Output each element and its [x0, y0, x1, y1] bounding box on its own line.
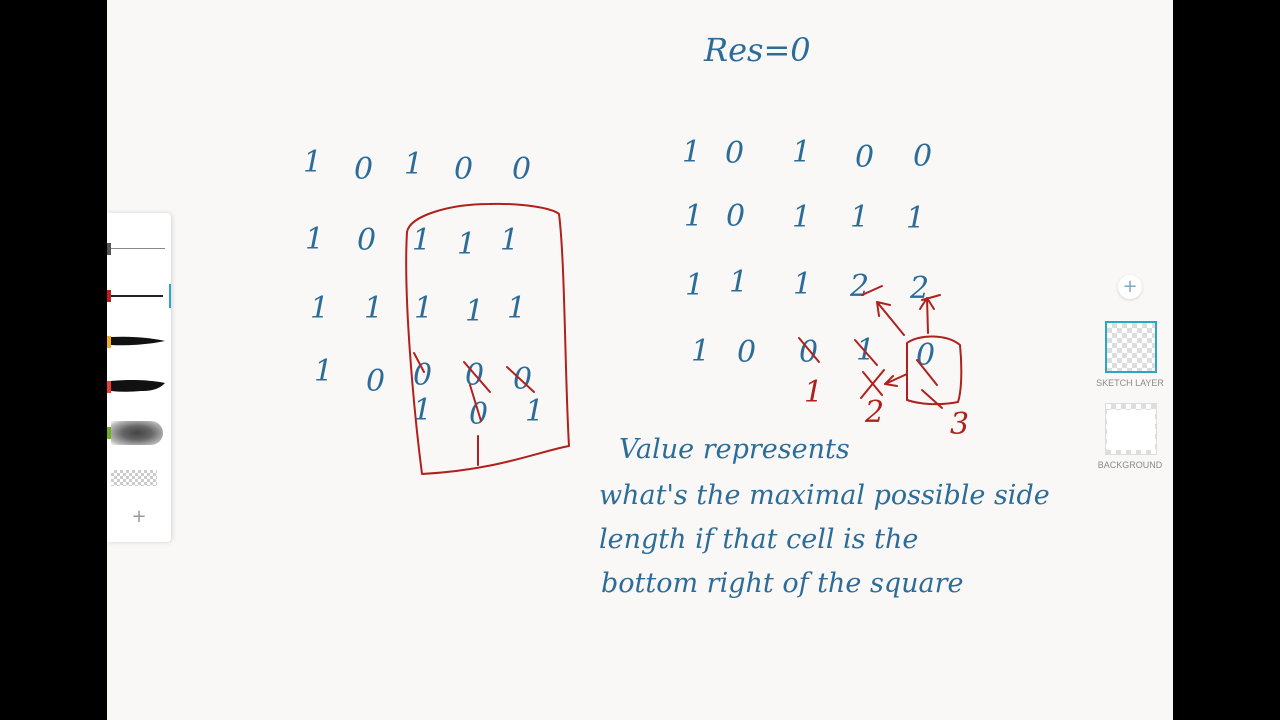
brush-panel: +: [107, 213, 171, 542]
right-cell-0-4: 0: [913, 139, 933, 174]
arrow-up-left: [876, 301, 905, 336]
left-correction-2: 1: [413, 393, 433, 428]
right-cell-0-0: 1: [682, 135, 702, 170]
brush-preview-ink: [111, 379, 165, 392]
right-cell-3-4: 0: [916, 338, 936, 373]
right-cell-0-2: 1: [792, 135, 812, 170]
brush-tab-green: [107, 427, 111, 439]
add-layer-button[interactable]: +: [1118, 275, 1142, 299]
right-cell-1-2: 1: [792, 200, 812, 235]
brush-fine-pencil[interactable]: [107, 237, 167, 259]
left-correction-3: 0: [469, 397, 489, 432]
annotation-strokes: [405, 202, 963, 475]
left-cell-2-4: 1: [507, 291, 527, 326]
brush-marker[interactable]: [107, 330, 167, 352]
left-correction-4: 1: [525, 394, 545, 429]
left-cell-3-3: 0: [465, 358, 485, 393]
note-line-4: bottom right of the square: [601, 568, 964, 599]
right-cell-3-1: 0: [737, 335, 757, 370]
right-cell-1-1: 0: [726, 199, 746, 234]
left-cell-1-3: 1: [457, 227, 477, 262]
left-cell-0-3: 0: [454, 152, 474, 187]
left-cell-2-0: 1: [310, 291, 330, 326]
right-cell-2-0: 1: [685, 268, 705, 303]
left-cell-0-2: 1: [404, 147, 424, 182]
right-strike-focus-bottom: [921, 389, 943, 409]
brush-preview-airbrush: [111, 421, 163, 445]
left-cell-2-2: 1: [414, 291, 434, 326]
left-cell-2-3: 1: [465, 294, 485, 329]
drawing-canvas[interactable]: 1 0 1 0 0 1 0 1 1 1 1 1 1 1 1 1 0 0 0 0 …: [107, 0, 1173, 720]
layer-background-thumbnail[interactable]: [1105, 403, 1157, 455]
right-cell-3-3: 1: [856, 333, 876, 368]
right-cell-2-4: 2: [910, 271, 930, 306]
brush-selected-indicator: [169, 284, 171, 308]
right-strike-cell-3-3b: [860, 369, 885, 399]
left-cell-1-2: 1: [412, 223, 432, 258]
right-cell-3-2: 0: [799, 335, 819, 370]
left-cell-2-1: 1: [364, 291, 384, 326]
left-cell-1-1: 0: [357, 223, 377, 258]
brush-tab-red: [107, 290, 111, 302]
brush-tab-orange: [107, 381, 111, 393]
right-correction-2: 1: [804, 375, 824, 410]
right-strike-cell-3-3a: [862, 371, 883, 396]
brush-eraser[interactable]: [107, 468, 167, 490]
left-cell-0-0: 1: [303, 145, 323, 180]
brush-preview-marker: [111, 336, 165, 346]
res-label: Res=0: [704, 31, 811, 69]
right-cell-2-3: 2: [850, 269, 870, 304]
layer-sketch-thumbnail[interactable]: [1105, 321, 1157, 373]
note-line-1: Value represents: [619, 434, 850, 465]
right-cell-3-0: 1: [691, 334, 711, 369]
left-cell-3-1: 0: [366, 364, 386, 399]
brush-preview-eraser: [111, 470, 157, 486]
left-cell-0-4: 0: [512, 152, 532, 187]
right-cell-0-1: 0: [725, 136, 745, 171]
right-correction-3: 2: [865, 395, 885, 430]
brush-tab-yellow: [107, 336, 111, 348]
right-cell-2-1: 1: [729, 265, 749, 300]
left-cell-0-1: 0: [354, 152, 374, 187]
right-cell-1-4: 1: [906, 201, 926, 236]
layer-background-label: BACKGROUND: [1097, 460, 1163, 470]
brush-preview-pen: [111, 295, 163, 297]
add-brush-button[interactable]: +: [131, 506, 147, 527]
brush-pen-selected[interactable]: [107, 284, 171, 308]
brush-preview-fine: [111, 248, 165, 249]
arrow-left: [884, 373, 908, 387]
right-cell-0-3: 0: [855, 140, 875, 175]
left-cell-3-4: 0: [513, 362, 533, 397]
right-cell-1-0: 1: [684, 199, 704, 234]
left-cell-3-2: 0: [413, 358, 433, 393]
brush-tab-gray: [107, 243, 111, 255]
left-cell-1-0: 1: [305, 222, 325, 257]
brush-ink[interactable]: [107, 375, 167, 397]
left-cell-3-0: 1: [314, 354, 334, 389]
right-cell-1-3: 1: [850, 200, 870, 235]
left-cell-1-4: 1: [500, 223, 520, 258]
layer-sketch-label: SKETCH LAYER: [1096, 378, 1164, 388]
brush-airbrush[interactable]: [107, 421, 167, 445]
right-cell-2-2: 1: [793, 267, 813, 302]
note-line-3: length if that cell is the: [599, 524, 919, 555]
right-correction-4: 3: [950, 407, 970, 442]
note-line-2: what's the maximal possible side: [599, 480, 1050, 511]
